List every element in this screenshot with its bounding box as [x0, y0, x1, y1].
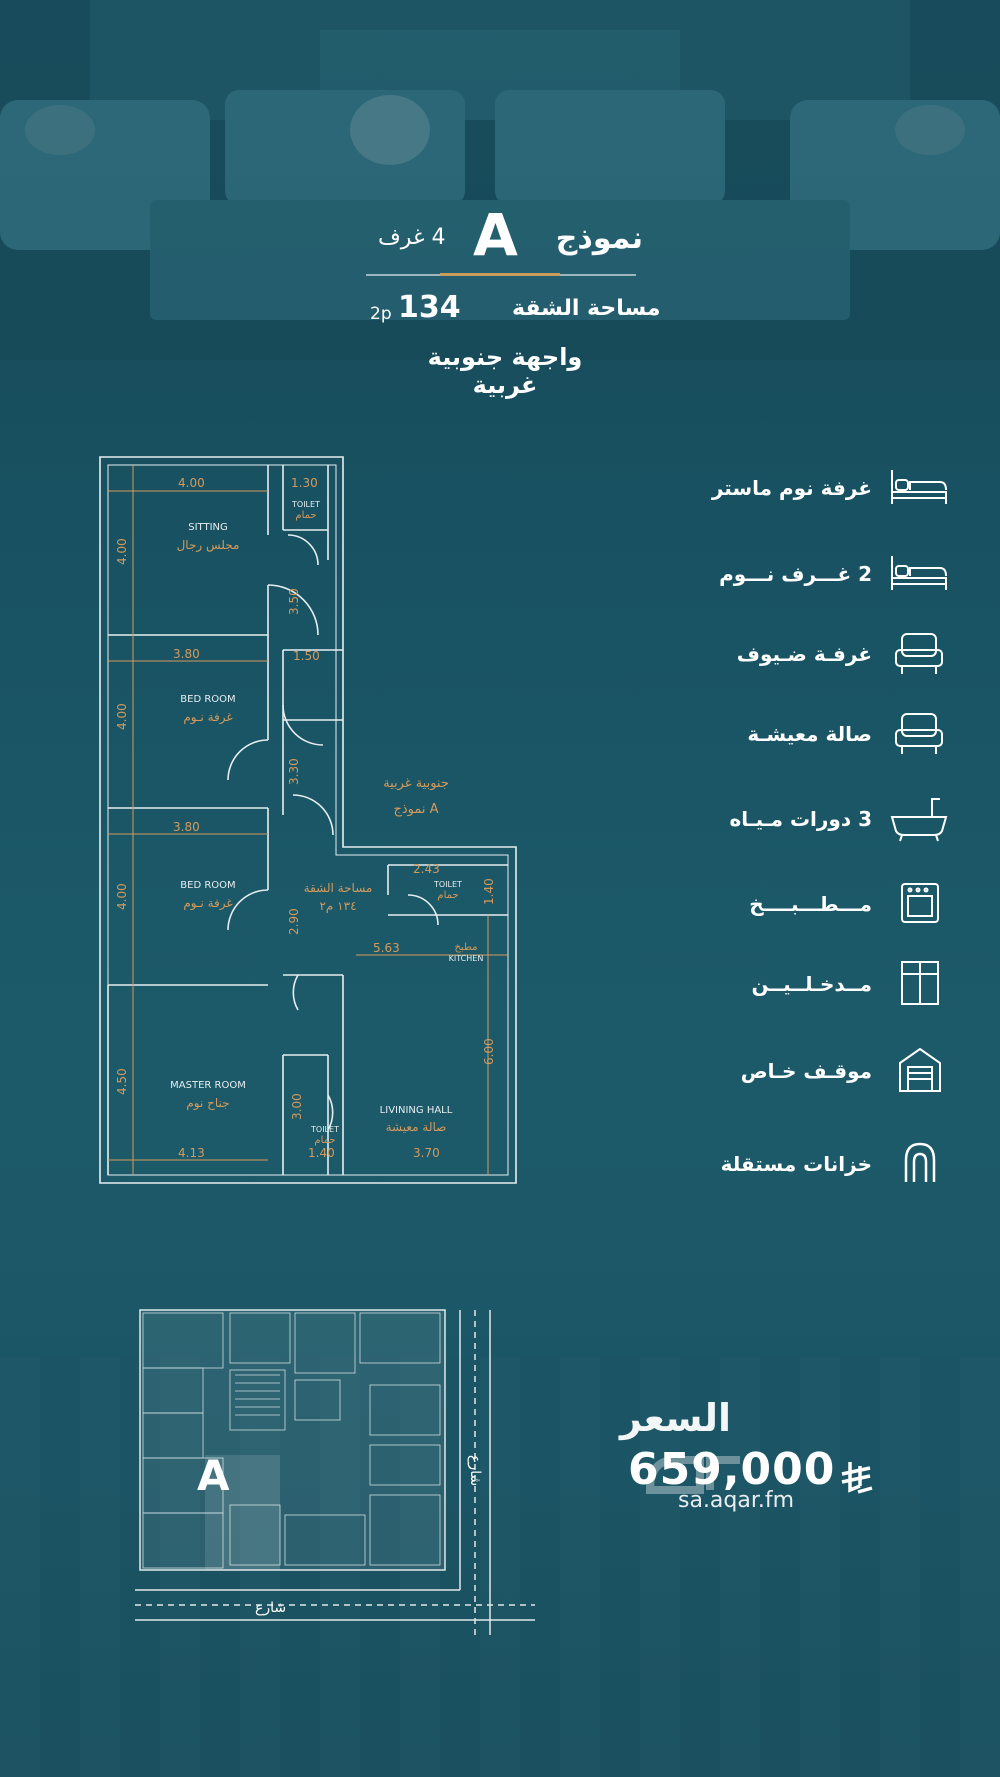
room-master-ar: جناح نوم	[186, 1096, 229, 1111]
feature-label: موقـف خـاص	[740, 1059, 872, 1083]
armchair-icon	[895, 713, 943, 754]
area-unit: 2p	[370, 304, 392, 324]
room-bed2-ar: غرفة نـوم	[183, 896, 232, 911]
toilet-en: TOILET	[291, 500, 320, 509]
floor-plan: 4.00 1.30 4.00 3.50 1.50 3.80 4.00 3.30 …	[99, 456, 517, 1184]
dim-label: 3.80	[173, 820, 200, 834]
living-room-backdrop	[0, 0, 1000, 360]
dim-label: 2.43	[413, 862, 440, 876]
dim-label: 4.00	[115, 883, 129, 910]
facade-direction: واجهة جنوبية غربية	[427, 343, 583, 399]
dim-label: 3.30	[287, 758, 301, 785]
feature-master-bedroom: غرفة نوم ماستر	[700, 462, 950, 512]
dim-label: 4.00	[178, 476, 205, 490]
riyal-icon	[841, 1462, 873, 1494]
feature-label: 2 غـــرف نـــوم	[719, 562, 872, 586]
feature-entrances: مــدخـلــيــن	[700, 958, 950, 1008]
dim-label: 4.00	[115, 703, 129, 730]
room-bed1-ar: غرفة نـوم	[183, 710, 232, 725]
dim-label: 3.70	[413, 1146, 440, 1160]
siteplan-unit-letter: A	[197, 1451, 230, 1500]
feature-water-tanks: خزانات مستقلة	[700, 1138, 950, 1188]
dim-label: 3.80	[173, 647, 200, 661]
room-master-en: MASTER ROOM	[170, 1080, 246, 1091]
dim-label: 1.30	[291, 476, 318, 490]
door-icon	[901, 961, 939, 1005]
dim-label: 5.63	[373, 941, 400, 955]
plan-note-line2: نموذج A	[393, 802, 438, 817]
feature-kitchen: مـــطـــبــــخ	[700, 878, 950, 928]
bathtub-icon	[890, 798, 948, 842]
feature-label: خزانات مستقلة	[720, 1152, 872, 1176]
room-kitchen-ar: مطبخ	[454, 942, 477, 953]
price-value: 659,000	[628, 1444, 836, 1495]
street-label-bottom: شارع	[255, 1600, 286, 1616]
toilet-ar: حمام	[314, 1135, 335, 1146]
aqar-logo-watermark	[645, 1456, 740, 1494]
rooms-count: 4 غرف	[378, 225, 446, 250]
area-value: 134	[398, 290, 461, 325]
room-sitting-en: SITTING	[188, 522, 228, 533]
dim-label: 4.00	[115, 538, 129, 565]
toilet-ar: حمام	[295, 510, 316, 521]
toilet-en: TOILET	[310, 1125, 339, 1134]
dim-label: 1.40	[308, 1146, 335, 1160]
bed-icon	[891, 470, 947, 504]
price-label: السعر	[620, 1396, 732, 1440]
room-kitchen-en: KITCHEN	[449, 954, 484, 963]
room-sitting-ar: مجلس رجال	[177, 538, 240, 553]
dim-label: 3.50	[287, 588, 301, 615]
apartment-area-value: ١٣٤ م٢	[319, 899, 356, 913]
feature-parking: موقـف خـاص	[700, 1045, 950, 1095]
header-accent	[440, 273, 560, 276]
room-bed2-en: BED ROOM	[180, 880, 235, 891]
dim-label: 6.00	[482, 1038, 496, 1065]
feature-guest-room: غرفـة ضـيوف	[700, 628, 950, 678]
site-plan: A شارع شارع	[135, 1309, 535, 1635]
tank-icon	[904, 1142, 936, 1182]
feature-bedrooms: 2 غـــرف نـــوم	[700, 548, 950, 598]
model-letter: A	[473, 201, 518, 269]
feature-bathrooms: 3 دورات مـيـاه	[700, 793, 950, 843]
dim-label: 4.50	[115, 1068, 129, 1095]
dim-label: 2.90	[287, 908, 301, 935]
armchair-icon	[895, 633, 943, 674]
dim-label: 1.40	[482, 878, 496, 905]
dim-label: 4.13	[178, 1146, 205, 1160]
bed-icon	[891, 556, 947, 590]
street-label-side: شارع	[467, 1455, 483, 1486]
feature-label: مــدخـلــيــن	[751, 972, 872, 996]
room-living-en: LIVINING HALL	[380, 1105, 453, 1116]
toilet-ar: حمام	[437, 890, 458, 901]
room-living-ar: صالة معيشة	[386, 1120, 447, 1134]
feature-label: غرفة نوم ماستر	[711, 476, 872, 500]
model-word: نموذج	[555, 221, 643, 256]
dim-label: 3.00	[290, 1093, 304, 1120]
feature-label: 3 دورات مـيـاه	[729, 807, 872, 831]
watermark-url: sa.aqar.fm	[678, 1488, 795, 1513]
apartment-area-label: مساحة الشقة	[304, 881, 373, 895]
feature-living-hall: صالة معيشـة	[700, 708, 950, 758]
plan-note-line1: جنوبية غربية	[383, 776, 449, 791]
area-label: مساحة الشقة	[512, 296, 661, 321]
toilet-en: TOILET	[433, 880, 462, 889]
background-stripes	[0, 1357, 1000, 1777]
feature-label: صالة معيشـة	[747, 722, 872, 746]
feature-label: غرفـة ضـيوف	[736, 642, 872, 666]
oven-icon	[901, 883, 939, 923]
model-title: نموذج A 4 غرف	[368, 201, 643, 269]
garage-icon	[899, 1047, 941, 1092]
feature-label: مـــطـــبــــخ	[749, 892, 872, 916]
room-bed1-en: BED ROOM	[180, 694, 235, 705]
dim-label: 1.50	[293, 649, 320, 663]
